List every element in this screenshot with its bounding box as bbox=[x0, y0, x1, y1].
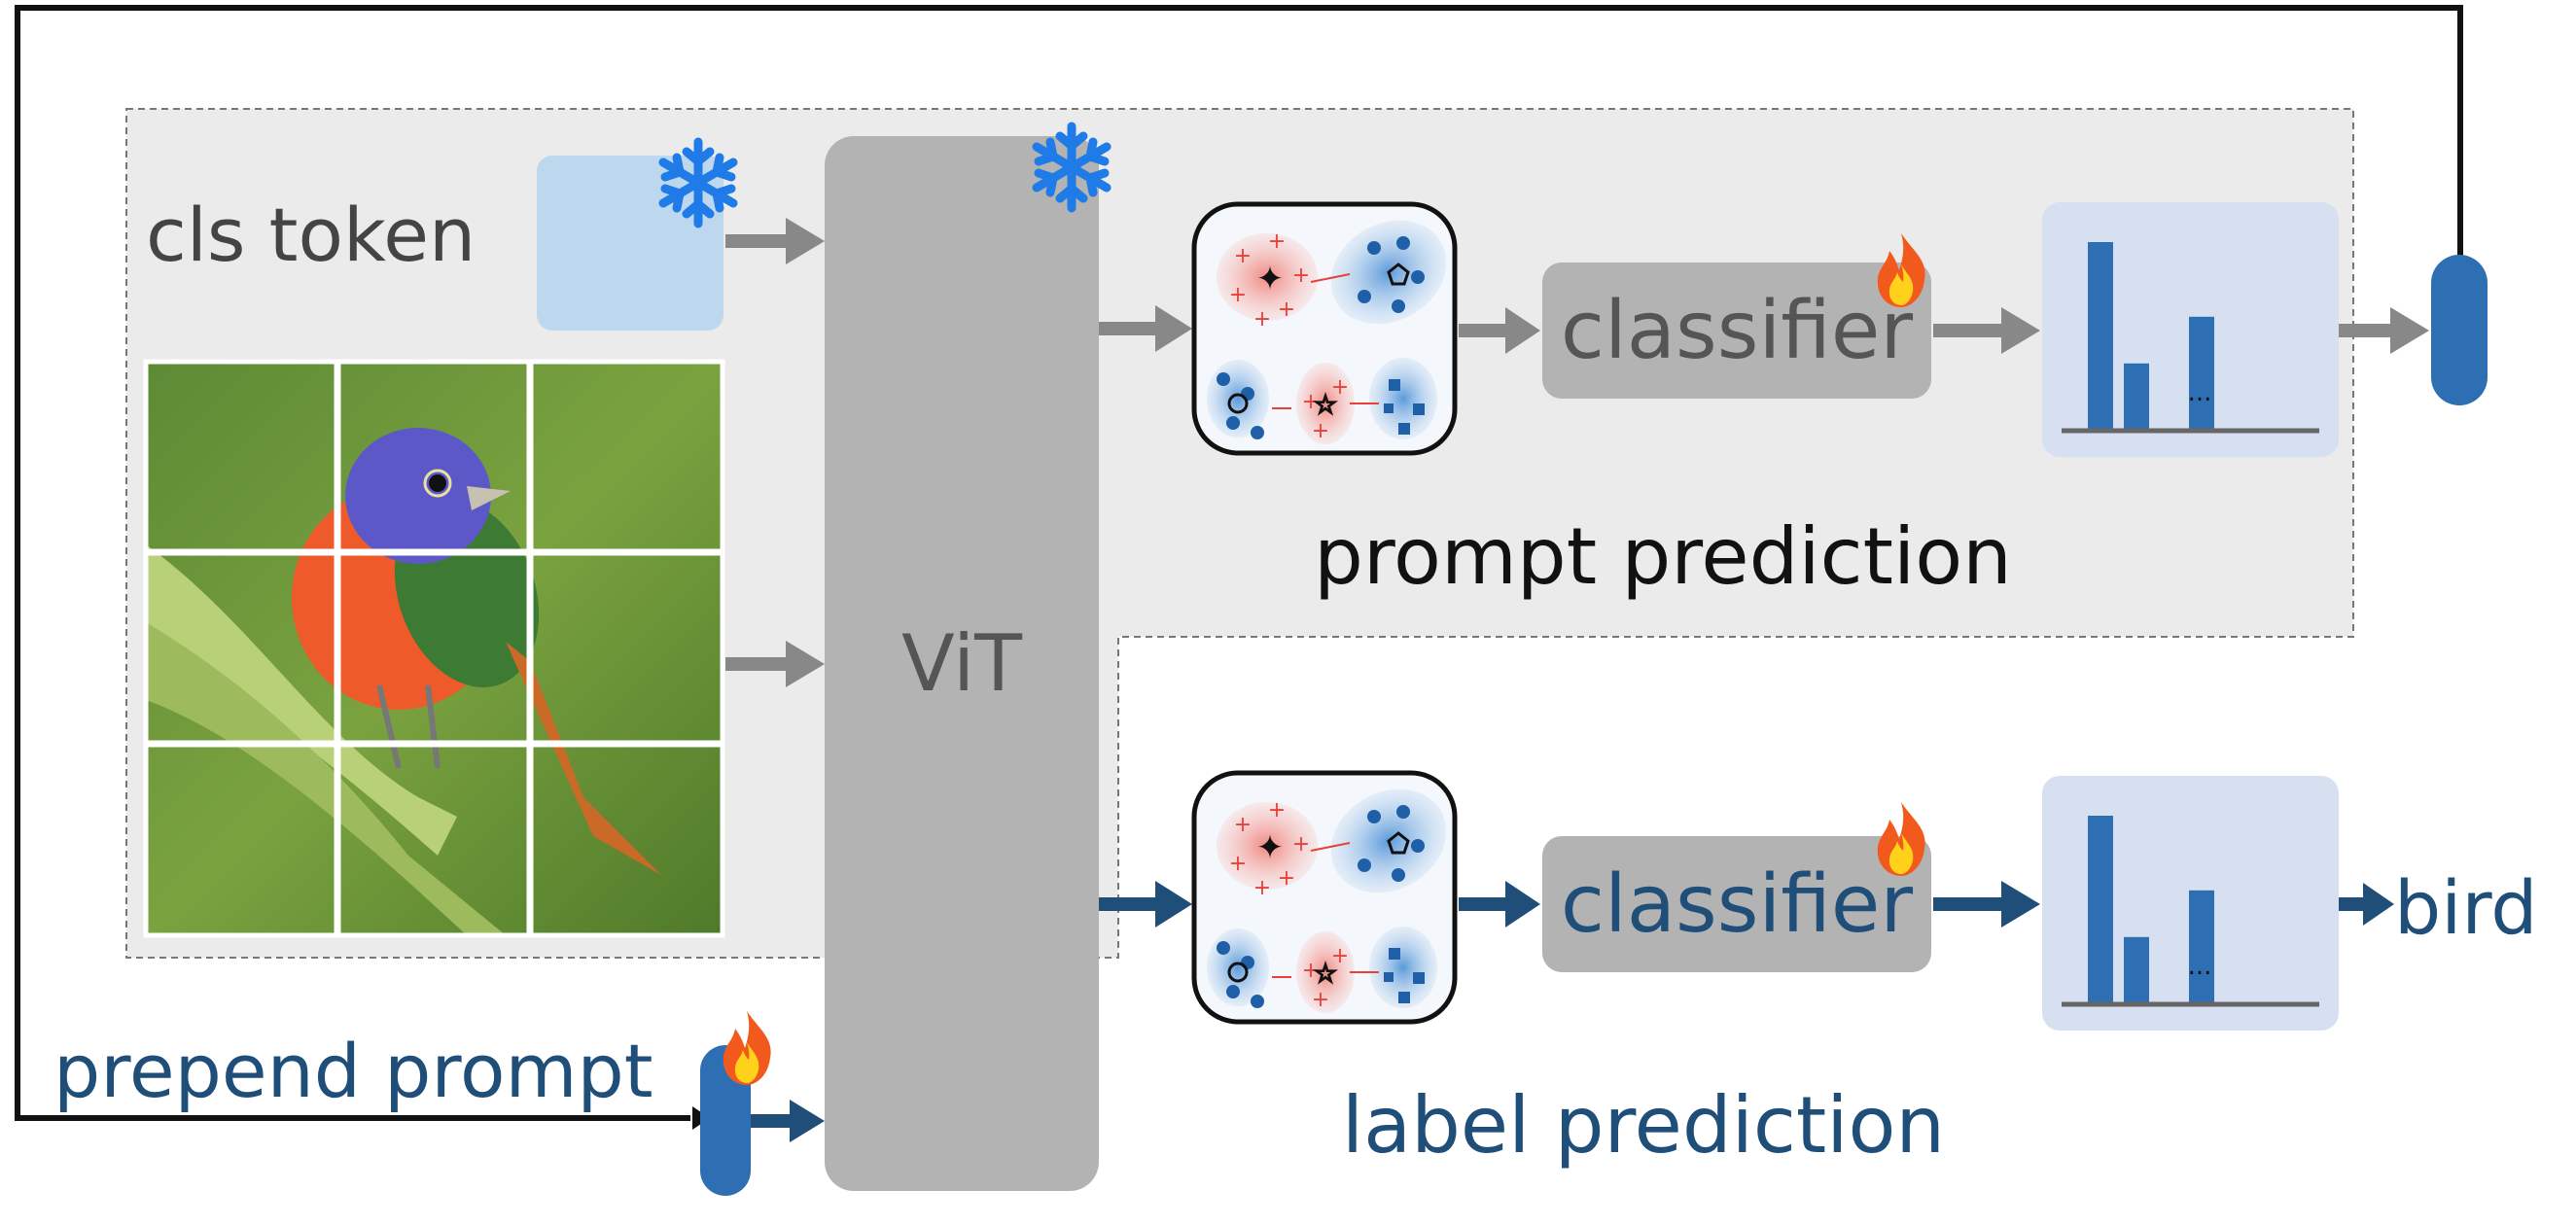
hist-to-label-arrow bbox=[2339, 883, 2394, 926]
feature-space-top bbox=[1194, 200, 1465, 453]
vit-block bbox=[825, 136, 1099, 1191]
histogram-bottom-bar bbox=[2088, 816, 2113, 1002]
feature-to-classifier-arrow-top bbox=[1459, 307, 1540, 354]
histogram-bottom-ellipsis: ... bbox=[2188, 952, 2212, 981]
classifier-top bbox=[1542, 262, 1931, 399]
feature-to-classifier-arrow-bottom bbox=[1459, 881, 1540, 928]
vit-to-feature-arrow-top bbox=[1099, 305, 1192, 352]
histogram-top: ... bbox=[2042, 202, 2339, 457]
image-to-vit-arrow bbox=[725, 641, 825, 687]
feedback-loop-line bbox=[15, 5, 2463, 1121]
output-label: bird bbox=[2394, 864, 2538, 951]
prompt-prediction-label: prompt prediction bbox=[1314, 511, 2012, 602]
classifier-bottom-label: classifier bbox=[1561, 858, 1913, 951]
histogram-top-bar bbox=[2189, 316, 2214, 429]
feature-space-bottom bbox=[1194, 769, 1465, 1022]
vit-label: ViT bbox=[901, 618, 1023, 709]
histogram-top-bar bbox=[2088, 242, 2113, 429]
cls-to-vit-arrow bbox=[725, 218, 825, 264]
bird-image bbox=[143, 359, 725, 938]
classifier-to-hist-arrow-bottom bbox=[1933, 881, 2040, 928]
histogram-top-ellipsis: ... bbox=[2188, 378, 2212, 407]
prepend-prompt-label: prepend prompt bbox=[53, 1028, 653, 1114]
histogram-bottom-bar bbox=[2124, 936, 2149, 1002]
classifier-top-label: classifier bbox=[1561, 285, 1913, 377]
predicted-prompt-token bbox=[2431, 255, 2488, 405]
histogram-top-bar bbox=[2124, 363, 2149, 429]
hist-to-token-arrow bbox=[2339, 307, 2429, 354]
classifier-to-hist-arrow-top bbox=[1933, 307, 2040, 354]
fire-icon bbox=[723, 1011, 771, 1085]
label-prediction-label: label prediction bbox=[1342, 1080, 1945, 1171]
histogram-bottom: ... bbox=[2042, 776, 2339, 1031]
vit-to-feature-arrow-bottom bbox=[1099, 881, 1192, 928]
fire-icon bbox=[1877, 802, 1925, 876]
cls-token-label: cls token bbox=[146, 192, 476, 278]
classifier-bottom bbox=[1542, 836, 1931, 972]
prompt-to-vit-arrow bbox=[751, 1100, 825, 1142]
histogram-bottom-bar bbox=[2189, 890, 2214, 1002]
